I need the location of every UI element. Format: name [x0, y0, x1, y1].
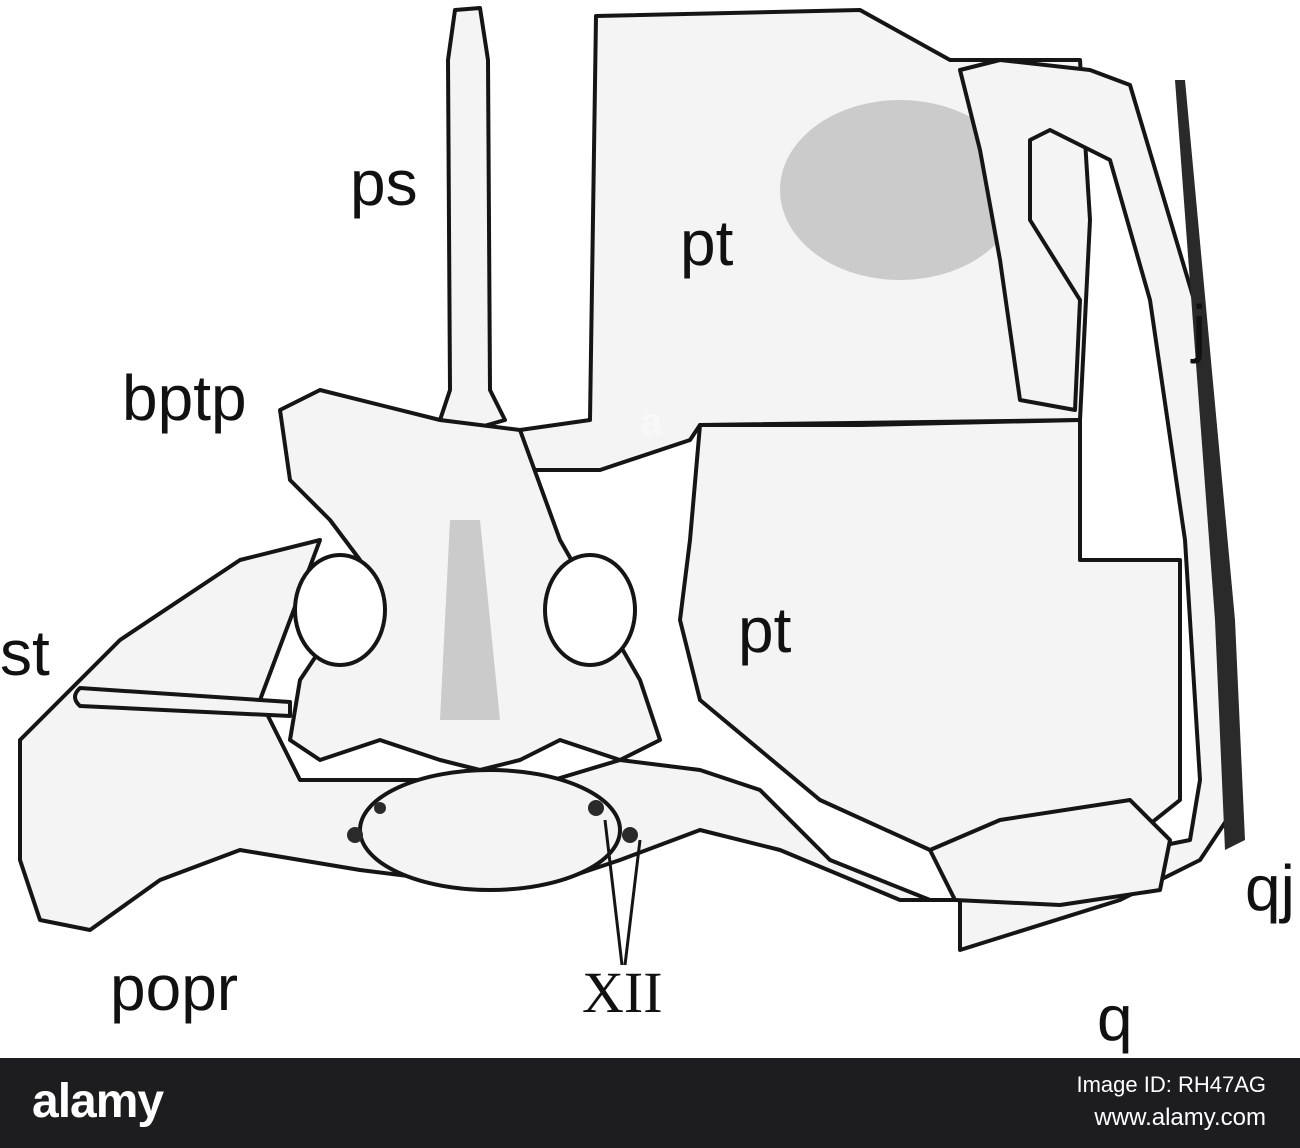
basicranium-shading — [440, 520, 500, 720]
label-popr: popr — [110, 952, 238, 1024]
stock-footer: alamy Image ID: RH47AG www.alamy.com — [0, 1058, 1300, 1148]
paroccipital-process-bone — [18, 538, 957, 932]
label-q: q — [1097, 982, 1133, 1054]
label-pt-upper: pt — [680, 207, 734, 279]
foramen-right-1 — [588, 800, 604, 816]
image-id: Image ID: RH47AG — [1076, 1072, 1266, 1097]
label-xii: XII — [582, 960, 663, 1025]
xii-pointer-1 — [603, 819, 624, 966]
label-st: st — [0, 617, 50, 689]
label-pt-lower: pt — [738, 594, 792, 666]
label-ps: ps — [350, 147, 418, 219]
alamy-logo[interactable]: alamy — [32, 1075, 164, 1128]
quadrate-bone — [928, 798, 1172, 907]
fenestra-right — [543, 553, 637, 667]
fenestra-left — [293, 553, 387, 667]
label-qj: qj — [1245, 852, 1295, 924]
parasphenoid-rostrum-bone — [438, 6, 507, 432]
foramen-right-2 — [622, 827, 638, 843]
skull-diagram: ps pt j bptp pt st qj popr XII q a a — [0, 6, 1295, 1054]
pterygoid-shading — [780, 100, 1020, 280]
label-j: j — [1190, 292, 1206, 364]
occipital-condyle — [358, 768, 622, 892]
foramen-left-2 — [374, 802, 386, 814]
label-bptp: bptp — [122, 362, 247, 434]
jugal-dark-edge — [1175, 80, 1245, 850]
site-link[interactable]: www.alamy.com — [1094, 1104, 1266, 1131]
foramen-left-1 — [347, 827, 363, 843]
xii-pointer-2 — [623, 839, 642, 966]
skull-drawing: ps pt j bptp pt st qj popr XII q — [0, 6, 1295, 1054]
stapes-rod — [73, 686, 292, 718]
